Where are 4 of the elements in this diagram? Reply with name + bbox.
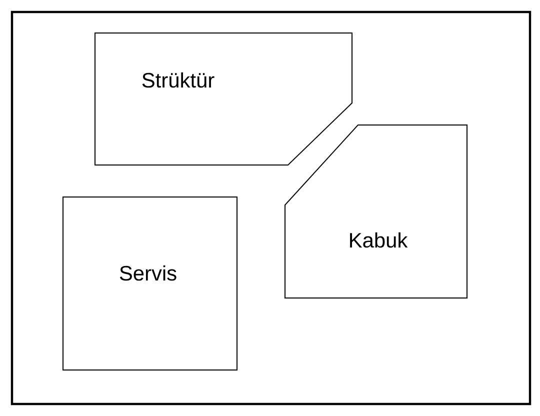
shape-box: Servis bbox=[62, 196, 238, 370]
frame bbox=[10, 10, 532, 406]
shape-box: Kabuk bbox=[284, 124, 468, 298]
shape-box: Strüktür bbox=[94, 32, 352, 166]
